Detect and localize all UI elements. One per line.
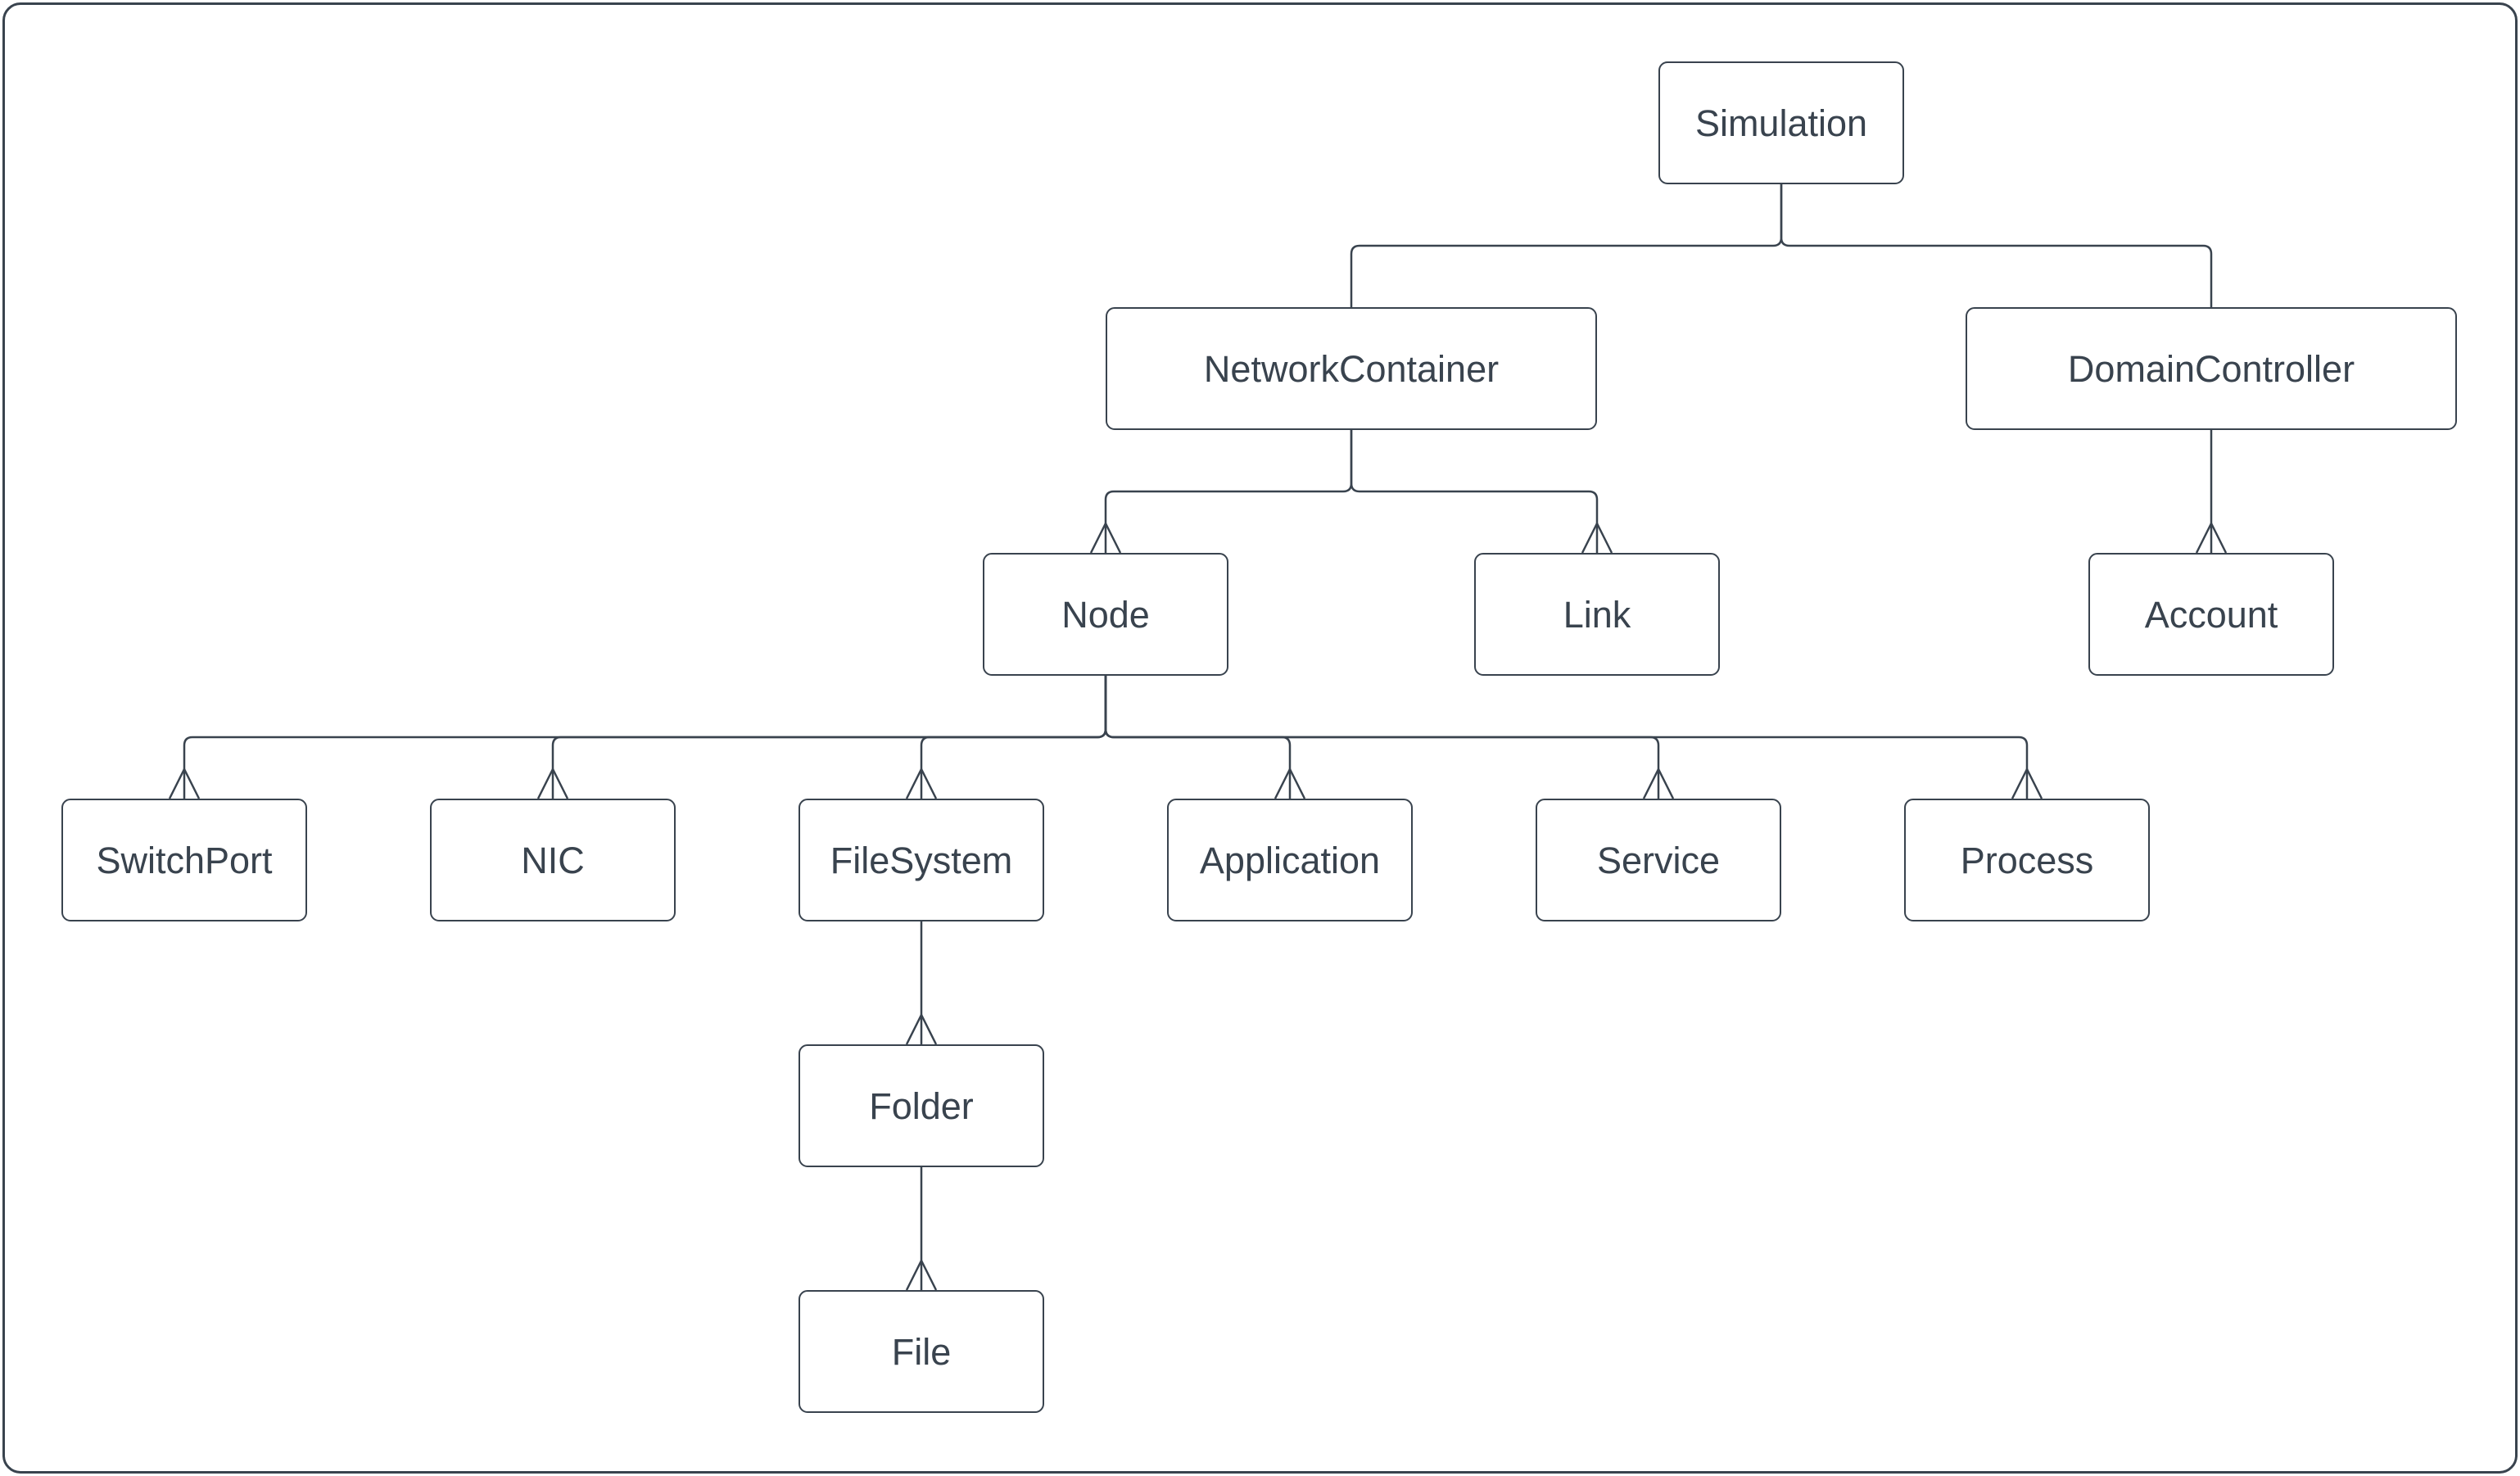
edge-networkcontainer-link: [1350, 430, 1599, 553]
node-box-switch-port[interactable]: SwitchPort: [61, 799, 307, 921]
edge-node-filesystem: [920, 676, 1107, 799]
node-box-network-container[interactable]: NetworkContainer: [1106, 307, 1597, 430]
arrowhead-process: [2011, 767, 2043, 799]
arrowhead-account: [2195, 521, 2228, 554]
node-box-node[interactable]: Node: [983, 553, 1228, 676]
arrowhead-nic: [536, 767, 569, 799]
node-box-service[interactable]: Service: [1536, 799, 1781, 921]
edge-networkcontainer-node: [1104, 430, 1353, 553]
arrowhead-filesystem: [905, 767, 938, 799]
arrowhead-application: [1274, 767, 1306, 799]
node-box-file-system[interactable]: FileSystem: [799, 799, 1044, 921]
arrowhead-folder: [905, 1012, 938, 1045]
node-box-process[interactable]: Process: [1904, 799, 2150, 921]
node-box-folder[interactable]: Folder: [799, 1044, 1044, 1167]
edge-simulation-networkcontainer: [1350, 184, 1783, 307]
node-box-account[interactable]: Account: [2088, 553, 2334, 676]
arrowhead-service: [1642, 767, 1675, 799]
arrowhead-node: [1089, 521, 1122, 554]
node-box-file[interactable]: File: [799, 1290, 1044, 1413]
arrowhead-link: [1581, 521, 1613, 554]
arrowhead-file: [905, 1258, 938, 1291]
node-box-simulation[interactable]: Simulation: [1658, 61, 1904, 184]
edge-simulation-domaincontroller: [1780, 184, 2213, 307]
edge-node-process: [1104, 676, 2029, 799]
node-box-nic[interactable]: NIC: [430, 799, 676, 921]
arrowhead-switchport: [168, 767, 201, 799]
node-box-application[interactable]: Application: [1167, 799, 1413, 921]
node-box-link[interactable]: Link: [1474, 553, 1720, 676]
node-box-domain-controller[interactable]: DomainController: [1966, 307, 2457, 430]
